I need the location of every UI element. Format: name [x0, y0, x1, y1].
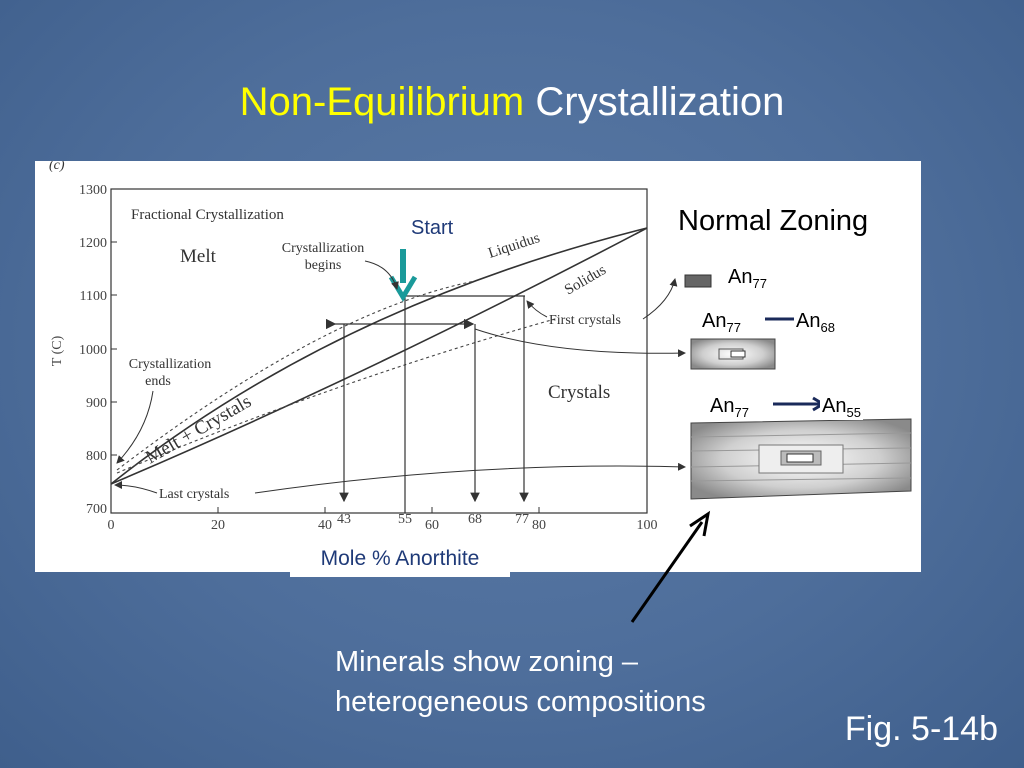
y-tick-1300: 1300 [79, 183, 107, 198]
y-tick-1100: 1100 [80, 289, 107, 304]
cryst-ends-line1: Crystallization [129, 357, 211, 372]
fractional-liquidus-path [116, 280, 476, 471]
curve-to-stage2 [474, 328, 686, 358]
y-tick-900: 900 [86, 396, 107, 411]
liquidus-label: Liquidus [486, 230, 542, 262]
region-crystals: Crystals [548, 382, 610, 403]
x-axis-label: Mole % Anorthite [290, 541, 510, 577]
an-stage2-from-prefix: An [702, 310, 727, 332]
an-stage2-to: An68 [794, 310, 837, 335]
caption: Minerals show zoning – heterogeneous com… [335, 642, 706, 722]
curve-to-stage3 [254, 462, 686, 494]
last-crystals-label: Last crystals [159, 487, 229, 502]
an-stage1-prefix: An [728, 266, 753, 288]
phase-diagram-svg: (c) 1300 1200 1100 1000 900 800 700 T (C… [49, 161, 912, 533]
an-stage3-to-prefix: An [822, 395, 847, 417]
x-tick-100: 100 [637, 518, 658, 533]
marked-value-55: 55 [398, 512, 412, 527]
first-crystals-label: First crystals [549, 313, 621, 328]
cryst-begins-line1: Crystallization [282, 241, 364, 256]
marked-value-68: 68 [468, 512, 482, 527]
an-stage2-from-value: 77 [726, 320, 741, 335]
title-rest: Crystallization [535, 80, 785, 124]
y-tick-700: 700 [86, 502, 107, 517]
crystal-stage2 [690, 338, 776, 370]
panel-tag: (c) [49, 161, 65, 173]
an-stage3-from-prefix: An [710, 395, 735, 417]
y-axis-label: T (C) [50, 335, 65, 366]
x-tick-80: 80 [532, 518, 546, 533]
region-melt-plus-crystals: Melt + Crystals [142, 391, 255, 468]
solidus-label: Solidus [562, 262, 609, 298]
an-stage3-to-value: 55 [846, 405, 861, 420]
an-stage1: An77 [726, 266, 769, 291]
solidus-curve [110, 227, 648, 485]
x-tick-0: 0 [108, 518, 115, 533]
leader-cryst-ends [116, 390, 154, 464]
y-axis: 1300 1200 1100 1000 900 800 700 T (C) [50, 183, 117, 517]
leader-last-crystals [114, 481, 158, 494]
an-stage3-to: An55 [820, 395, 863, 420]
x-axis: 0 20 40 60 80 100 43 55 68 77 [108, 507, 658, 533]
an-stage2-from: An77 [700, 310, 743, 335]
marked-value-43: 43 [337, 512, 351, 527]
y-tick-1000: 1000 [79, 343, 107, 358]
x-tick-40: 40 [318, 518, 332, 533]
figure-reference: Fig. 5-14b [844, 710, 998, 748]
normal-zoning-heading: Normal Zoning [678, 205, 869, 237]
start-label: Start [411, 217, 454, 239]
caption-line2: heterogeneous compositions [335, 686, 706, 718]
diagram-heading: Fractional Crystallization [131, 207, 284, 223]
an-stage2-to-value: 68 [820, 320, 835, 335]
cryst-begins-line2: begins [305, 258, 342, 273]
cryst-ends-line2: ends [145, 374, 171, 389]
crystal-stage3 [690, 418, 912, 500]
x-tick-20: 20 [211, 518, 225, 533]
y-tick-1200: 1200 [79, 236, 107, 251]
leader-first-crystals [526, 300, 548, 318]
an-stage2-to-prefix: An [796, 310, 821, 332]
liquidus-curve [110, 227, 648, 485]
y-tick-800: 800 [86, 449, 107, 464]
crystal-stage1 [684, 274, 712, 288]
plot-frame [110, 188, 648, 514]
region-melt: Melt [180, 246, 217, 267]
phase-diagram-panel: (c) 1300 1200 1100 1000 900 800 700 T (C… [35, 161, 921, 572]
an-stage3-from: An77 [708, 395, 751, 420]
x-tick-60: 60 [425, 518, 439, 533]
title-highlight: Non-Equilibrium [239, 80, 525, 124]
caption-line1: Minerals show zoning – [335, 646, 639, 678]
an-stage3-from-value: 77 [734, 405, 749, 420]
an-stage1-value: 77 [752, 276, 767, 291]
slide-title: Non-Equilibrium Crystallization [0, 78, 1024, 126]
curve-to-stage1 [642, 278, 678, 320]
marked-value-77: 77 [515, 512, 529, 527]
fractional-solidus-path [116, 318, 556, 474]
leader-cryst-begins [364, 260, 399, 290]
